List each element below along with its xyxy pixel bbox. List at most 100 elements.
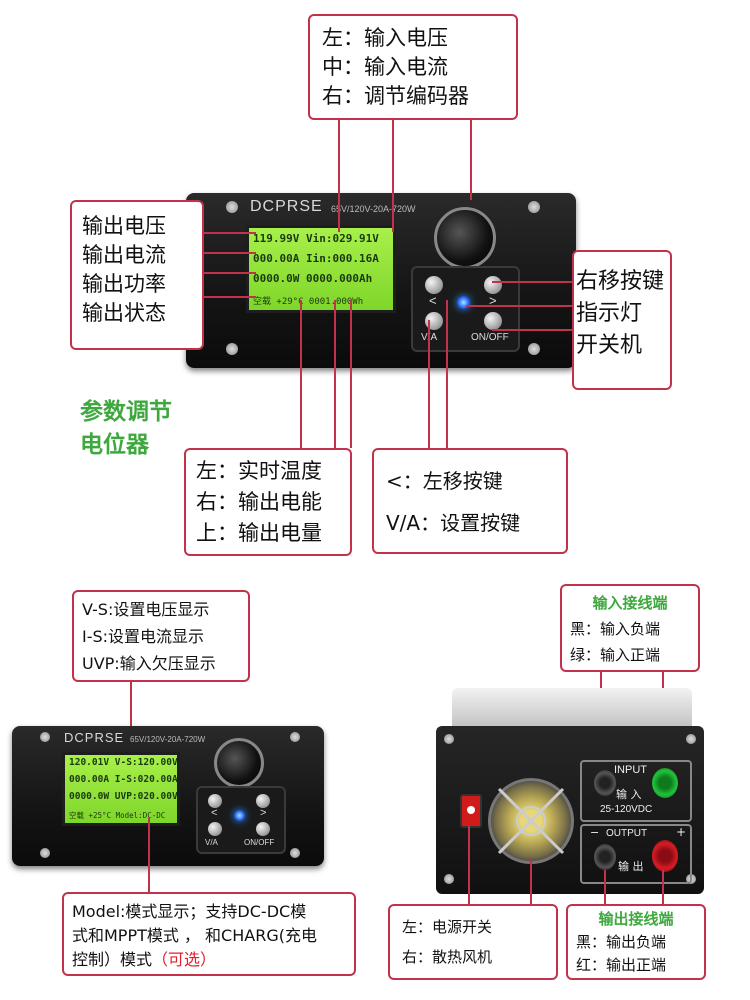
leader-line <box>300 300 302 448</box>
leader-line <box>492 281 572 283</box>
callout-line: 左：电源开关 <box>402 918 493 936</box>
brand-logo: DCPRSE <box>64 730 125 745</box>
input-cn-label: 输 入 <box>616 788 642 801</box>
right-button-label: > <box>489 293 497 308</box>
onoff-button[interactable] <box>256 822 270 836</box>
leader-line <box>466 305 572 307</box>
leader-line <box>204 232 256 234</box>
callout-line: UVP:输入欠压显示 <box>82 654 216 673</box>
callout-line: 左：实时温度 <box>196 459 322 483</box>
callout-line: 中：输入电流 <box>322 55 448 79</box>
screw <box>444 734 454 744</box>
rear-panel: INPUT 输 入 25-120VDC − OUTPUT + 输 出 <box>436 726 704 894</box>
screw <box>40 732 50 742</box>
left-button[interactable] <box>208 794 222 808</box>
spec-text: 65V/120V-20A-720W <box>331 204 416 214</box>
right-button[interactable] <box>484 276 502 294</box>
screw <box>528 201 540 213</box>
lcd-display: 119.99V Vin:029.91V 000.00A Iin:000.16A … <box>246 225 396 313</box>
input-terminal-positive[interactable] <box>652 768 678 798</box>
callout-line: 右：散热风机 <box>402 948 493 966</box>
device-rear: INPUT 输 入 25-120VDC − OUTPUT + 输 出 <box>436 688 704 900</box>
lcd-row-voltage: 119.99V Vin:029.91V <box>253 232 379 245</box>
callout-line: 指示灯 <box>576 301 643 326</box>
indicator-led <box>457 296 470 309</box>
callout-line: 控制）模式（可选） <box>72 948 346 972</box>
callout-line: I-S:设置电流显示 <box>82 627 205 646</box>
input-label: INPUT <box>614 764 647 776</box>
onoff-button-label: ON/OFF <box>471 332 509 343</box>
output-terminal-positive[interactable] <box>652 840 678 872</box>
lcd-row-status: 空载 +29°C 0001.000Wh <box>253 297 364 307</box>
leader-line <box>470 120 472 200</box>
device-front-main: DCPRSE 65V/120V-20A-720W 119.99V Vin:029… <box>186 193 576 368</box>
right-button-label: > <box>260 807 267 819</box>
switch-dot <box>467 806 475 814</box>
leader-line <box>428 320 430 448</box>
left-button[interactable] <box>425 276 443 294</box>
input-terminal-negative[interactable] <box>594 770 616 796</box>
callout-model-mode: Model:模式显示；支持DC-DC模 式和MPPT模式 ， 和CHARG(充电… <box>62 892 356 976</box>
callout-line: 开关机 <box>576 333 643 358</box>
fan-guard-icon <box>497 787 565 855</box>
onoff-button[interactable] <box>484 312 502 330</box>
leader-line <box>530 860 532 904</box>
callout-line: 式和MPPT模式 ， 和CHARG(充电 <box>72 926 317 945</box>
callout-output-terminal: 输出接线端 黑：输出负端 红：输出正端 <box>566 904 706 980</box>
cooling-fan <box>488 778 574 864</box>
pot-label-line: 参数调节 <box>80 399 172 425</box>
lcd-row-current: 000.00A I-S:020.00A <box>69 774 178 785</box>
brand-logo: DCPRSE <box>250 198 323 215</box>
left-button-label: < <box>211 807 218 819</box>
output-cn-label: 输 出 <box>618 860 644 873</box>
encoder-knob[interactable] <box>434 207 496 269</box>
lcd-row-current: 000.00A Iin:000.16A <box>253 252 379 265</box>
callout-buttons-right: 右移按键 指示灯 开关机 <box>572 250 672 390</box>
screw <box>686 734 696 744</box>
callout-line: 红：输出正端 <box>576 956 667 974</box>
callout-line: 输出电流 <box>82 243 166 267</box>
callout-switch-fan: 左：电源开关 右：散热风机 <box>388 904 558 980</box>
input-voltage-range: 25-120VDC <box>600 804 653 815</box>
screw <box>290 732 300 742</box>
lcd-row-status: 空载 +25°C Model:DC-DC <box>69 811 166 820</box>
left-button-label: < <box>429 293 437 308</box>
screw <box>226 201 238 213</box>
leader-line <box>492 329 572 331</box>
pot-label: 参数调节 电位器 <box>80 396 172 462</box>
leader-line <box>204 296 256 298</box>
leader-line <box>204 252 256 254</box>
onoff-button-label: ON/OFF <box>244 838 275 847</box>
callout-line: 上：输出电量 <box>196 521 322 545</box>
device-front-secondary: DCPRSE 65V/120V-20A-720W 120.01V V-S:120… <box>12 726 324 866</box>
output-terminal-negative[interactable] <box>594 844 616 870</box>
callout-line: 右移按键 <box>576 269 665 294</box>
lcd-display: 120.01V V-S:120.00V 000.00A I-S:020.00A … <box>62 752 180 826</box>
power-switch[interactable] <box>460 794 482 828</box>
leader-line <box>604 870 606 906</box>
callout-line-text: 控制）模式 <box>72 950 153 969</box>
screw <box>444 874 454 884</box>
rear-top-shell <box>452 688 692 732</box>
va-button[interactable] <box>208 822 222 836</box>
lcd-row-voltage: 120.01V V-S:120.00V <box>69 757 178 768</box>
lcd-row-power: 0000.0W UVP:020.00V <box>69 791 178 802</box>
callout-line: V-S:设置电压显示 <box>82 600 210 619</box>
leader-line <box>334 300 336 448</box>
callout-setting-display: V-S:设置电压显示 I-S:设置电流显示 UVP:输入欠压显示 <box>72 590 250 682</box>
leader-line <box>338 120 340 232</box>
right-button[interactable] <box>256 794 270 808</box>
callout-input-measure: 左：输入电压 中：输入电流 右：调节编码器 <box>308 14 518 120</box>
output-label: OUTPUT <box>606 828 648 839</box>
callout-title: 输入接线端 <box>592 594 668 612</box>
callout-line: V/A：设置按键 <box>386 511 521 535</box>
screw <box>40 848 50 858</box>
callout-line: 输出状态 <box>82 301 166 325</box>
leader-line <box>446 300 448 448</box>
va-button-label: V/A <box>205 838 218 847</box>
output-terminal-block: − OUTPUT + 输 出 <box>580 824 692 884</box>
encoder-knob[interactable] <box>214 738 264 788</box>
leader-line <box>468 826 470 904</box>
callout-line: 输出功率 <box>82 272 166 296</box>
indicator-led <box>234 810 245 821</box>
